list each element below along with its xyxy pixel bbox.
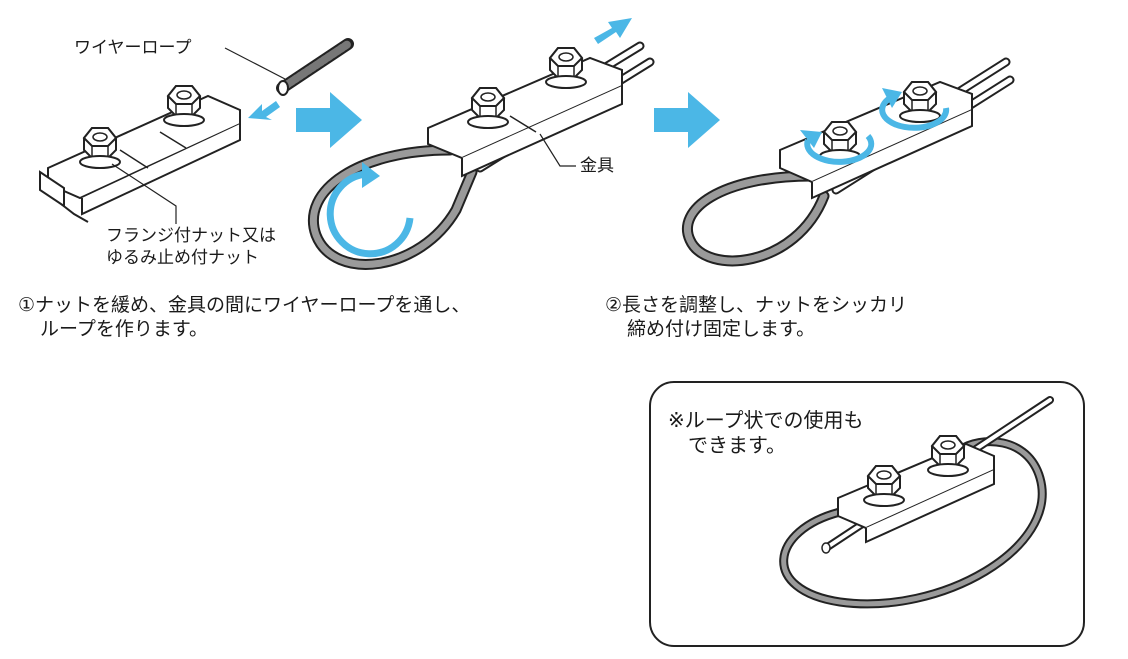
step-2-caption: ②長さを調整し、ナットをシッカリ 締め付け固定します。 — [605, 293, 907, 341]
rotate-arrow-icon — [804, 134, 875, 165]
hex-nut-icon — [163, 85, 205, 127]
nut-label-line1: フランジ付ナット又は — [106, 226, 276, 246]
wire-rope-label: ワイヤーロープ — [74, 38, 192, 58]
rotate-arrow-head — [882, 88, 902, 108]
nut-leader — [111, 163, 177, 224]
clamp-icon — [39, 94, 241, 223]
note-line2: できます。 — [688, 433, 786, 457]
hex-nut-icon — [545, 47, 587, 89]
hex-nut-icon — [467, 87, 509, 129]
rotate-arrow-head — [800, 130, 822, 148]
nut-label-line2: ゆるみ止め付ナット — [106, 248, 259, 268]
hex-nut-icon — [863, 465, 905, 507]
wire-rope-icon — [276, 38, 354, 96]
step-2-line1: ②長さを調整し、ナットをシッカリ — [605, 294, 908, 316]
fitting-label: 金具 — [580, 156, 614, 176]
step-2-line2: 締め付け固定します。 — [627, 318, 816, 340]
hex-nut-icon — [899, 81, 941, 123]
insert-arrow — [248, 101, 280, 120]
loop-usage-note: ※ループ状での使用も できます。 — [668, 408, 864, 458]
step-1-line2: ループを作ります。 — [40, 318, 208, 340]
fitting-leader — [539, 133, 576, 167]
wire-rope-leader — [224, 47, 286, 80]
hex-nut-icon — [927, 435, 969, 477]
rotate-arrow-icon — [879, 95, 950, 131]
pull-arrow — [594, 18, 632, 44]
hex-nut-icon — [819, 121, 861, 163]
nut-label: フランジ付ナット又は ゆるみ止め付ナット — [106, 225, 276, 269]
step-arrow-icon — [296, 92, 362, 148]
rotate-arrow-icon — [326, 170, 414, 258]
step-1-line1: ①ナットを緩め、金具の間にワイヤーロープを通し、 — [18, 294, 471, 316]
hex-nut-icon — [79, 127, 121, 169]
step-arrow-icon — [654, 92, 720, 148]
step-1-caption: ①ナットを緩め、金具の間にワイヤーロープを通し、 ループを作ります。 — [18, 293, 470, 341]
note-line1: ※ループ状での使用も — [668, 408, 864, 432]
rotate-arrow-head — [362, 162, 380, 188]
